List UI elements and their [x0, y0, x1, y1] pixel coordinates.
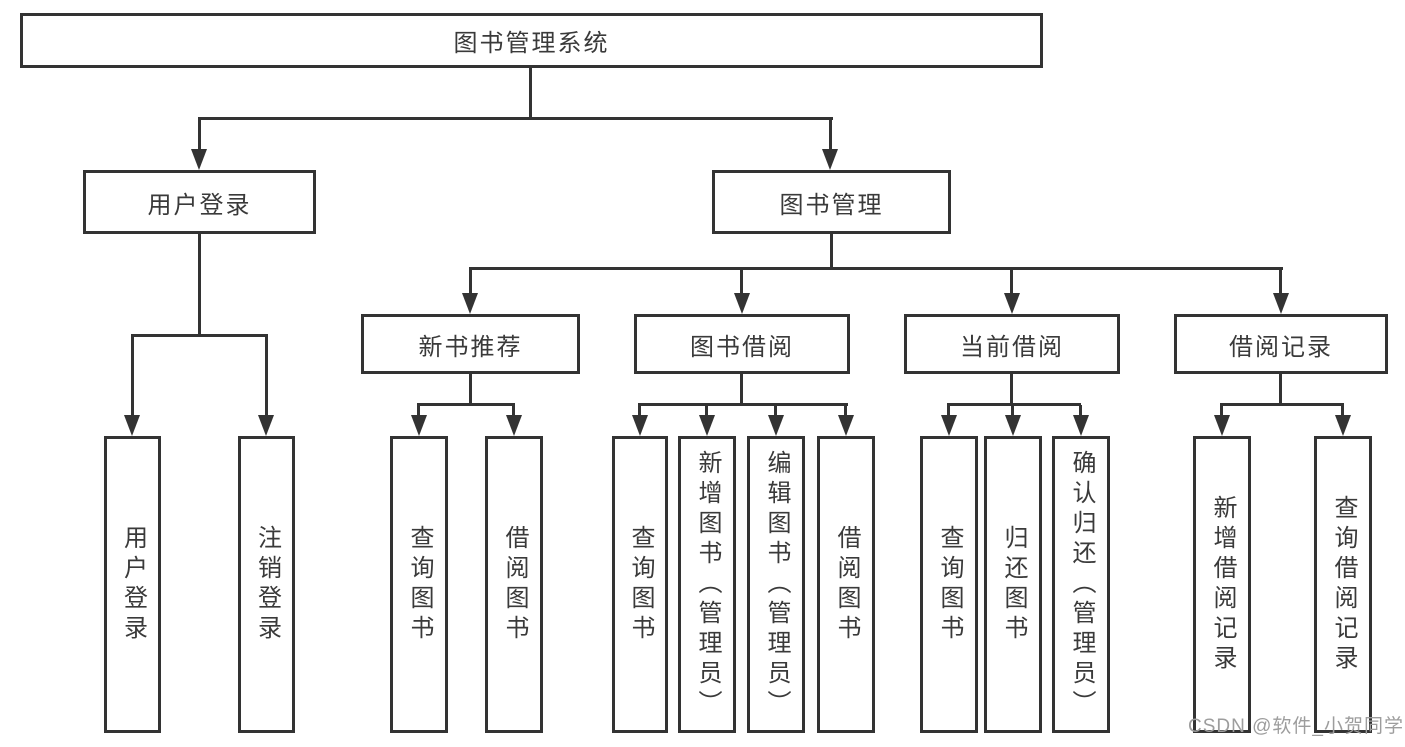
edge-drop [1079, 405, 1082, 415]
edge-drop [1279, 269, 1282, 293]
leaf-label: 归还图书 [1000, 524, 1027, 645]
leaf-query-books-recommend: 查询图书 [390, 436, 448, 733]
leaf-borrow-books-recommend: 借阅图书 [485, 436, 543, 733]
edge-drop [512, 405, 515, 415]
arrowhead-down-icon [1214, 415, 1230, 436]
leaf-borrow-books-borrowing: 借阅图书 [817, 436, 875, 733]
node-label: 当前借阅 [960, 333, 1064, 361]
arrowhead-down-icon [941, 415, 957, 436]
edge-drop [469, 269, 472, 293]
node-borrowing-records: 借阅记录 [1174, 314, 1388, 374]
leaf-label: 查询借阅记录 [1330, 494, 1357, 675]
edge-stem [1010, 374, 1013, 406]
leaf-label: 编辑图书（管理员） [763, 449, 790, 720]
arrowhead-down-icon [822, 149, 838, 170]
leaf-confirm-return-admin: 确认归还（管理员） [1052, 436, 1110, 733]
edge-drop [1341, 405, 1344, 415]
node-label: 图书管理 [779, 191, 884, 219]
leaf-query-books-borrowing: 查询图书 [612, 436, 668, 733]
leaf-label: 用户登录 [119, 524, 147, 645]
edge-drop [1010, 269, 1013, 293]
leaf-label: 查询图书 [627, 524, 654, 645]
arrowhead-down-icon [838, 415, 854, 436]
arrowhead-down-icon [1005, 415, 1021, 436]
edge-stem [830, 234, 833, 270]
arrowhead-down-icon [734, 293, 750, 314]
edge-rail [469, 267, 1283, 270]
edge-drop [740, 269, 743, 293]
edge-drop [829, 119, 832, 150]
arrowhead-down-icon [191, 149, 207, 170]
arrowhead-down-icon [1273, 293, 1289, 314]
arrowhead-down-icon [1004, 293, 1020, 314]
edge-drop [131, 336, 134, 415]
arrowhead-down-icon [506, 415, 522, 436]
leaf-label: 借阅图书 [501, 524, 528, 645]
edge-stem [198, 234, 201, 337]
edge-drop [844, 405, 847, 415]
leaf-label: 借阅图书 [833, 524, 860, 645]
edge-stem [740, 374, 743, 406]
edge-drop [417, 405, 420, 415]
arrowhead-down-icon [124, 415, 140, 436]
node-new-book-recommend: 新书推荐 [361, 314, 580, 374]
edge-rail [198, 117, 833, 120]
node-book-management: 图书管理 [712, 170, 951, 234]
arrowhead-down-icon [768, 415, 784, 436]
leaf-label: 查询图书 [406, 524, 433, 645]
edge-rail [947, 403, 1081, 406]
arrowhead-down-icon [632, 415, 648, 436]
leaf-label: 新增图书（管理员） [694, 449, 721, 720]
leaf-label: 新增借阅记录 [1209, 494, 1236, 675]
edge-rail [417, 403, 515, 406]
leaf-add-books-admin: 新增图书（管理员） [678, 436, 736, 733]
leaf-logout: 注销登录 [238, 436, 295, 733]
csdn-watermark: CSDN @软件_小贺同学 [1188, 716, 1404, 737]
edge-drop [774, 405, 777, 415]
node-library-system: 图书管理系统 [20, 13, 1043, 68]
node-label: 图书管理系统 [453, 30, 610, 57]
edge-drop [1220, 405, 1223, 415]
leaf-add-borrow-record: 新增借阅记录 [1193, 436, 1251, 733]
edge-drop [265, 336, 268, 415]
node-book-borrowing: 图书借阅 [634, 314, 850, 374]
node-label: 图书借阅 [690, 333, 794, 361]
edge-rail [1220, 403, 1344, 406]
leaf-query-books-current: 查询图书 [920, 436, 978, 733]
edge-rail [131, 334, 268, 337]
leaf-query-borrow-record: 查询借阅记录 [1314, 436, 1372, 733]
arrowhead-down-icon [258, 415, 274, 436]
edge-stem [1279, 374, 1282, 406]
arrowhead-down-icon [1073, 415, 1089, 436]
arrowhead-down-icon [462, 293, 478, 314]
arrowhead-down-icon [699, 415, 715, 436]
arrowhead-down-icon [1335, 415, 1351, 436]
edge-drop [1011, 405, 1014, 415]
leaf-label: 确认归还（管理员） [1068, 449, 1095, 720]
edge-stem [469, 374, 472, 406]
node-label: 借阅记录 [1229, 333, 1333, 361]
node-current-borrowing: 当前借阅 [904, 314, 1120, 374]
leaf-user-login: 用户登录 [104, 436, 161, 733]
arrowhead-down-icon [411, 415, 427, 436]
edge-rail [638, 403, 848, 406]
leaf-edit-books-admin: 编辑图书（管理员） [747, 436, 805, 733]
node-label: 新书推荐 [418, 333, 523, 361]
edge-stem [529, 68, 532, 119]
edge-drop [638, 405, 641, 415]
edge-drop [705, 405, 708, 415]
leaf-label: 注销登录 [253, 524, 281, 645]
node-user-login: 用户登录 [83, 170, 316, 234]
leaf-return-books: 归还图书 [984, 436, 1042, 733]
node-label: 用户登录 [147, 191, 252, 219]
edge-drop [198, 119, 201, 150]
leaf-label: 查询图书 [936, 524, 963, 645]
edge-drop [947, 405, 950, 415]
